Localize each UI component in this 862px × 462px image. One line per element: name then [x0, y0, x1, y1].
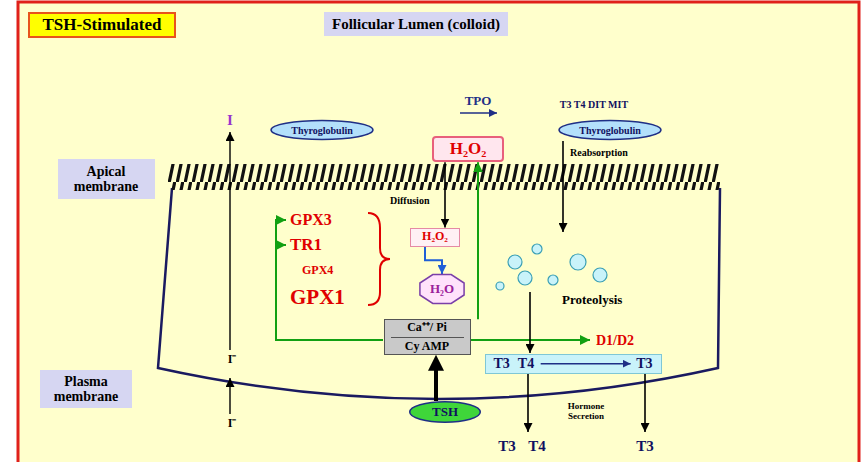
- process-label: Diffusion: [390, 195, 429, 206]
- ellipse-shape: [559, 121, 661, 140]
- enzyme-label: GPX1: [290, 286, 345, 309]
- node-text: TSH: [432, 405, 458, 419]
- state-banner: TSH-Stimulated: [28, 12, 176, 39]
- process-label: Hormone Secretion: [560, 402, 612, 422]
- iodide-arrow: [229, 378, 230, 414]
- activation-arrow: [276, 220, 383, 340]
- vesicle: [532, 244, 542, 254]
- secretion-arrow: [527, 374, 529, 432]
- node-text: Cy AMP: [405, 340, 449, 353]
- molecule-box: H₂O₂: [432, 136, 504, 163]
- cell-outline: [158, 188, 720, 399]
- octagon-shape: [420, 275, 464, 304]
- reabsorption-arrow: [562, 141, 564, 232]
- node-text: TSH-Stimulated: [42, 16, 161, 35]
- molecule-box: H₂O₂: [410, 228, 460, 247]
- node-text: H₂O₂: [422, 230, 448, 243]
- node-text: H₂O: [430, 282, 454, 296]
- brace: [368, 213, 390, 305]
- node-text: H₂O₂: [450, 140, 487, 159]
- enzyme-label: D1/D2: [596, 333, 634, 348]
- ion-label: I⁻: [228, 353, 237, 366]
- ion-label: I: [227, 112, 233, 129]
- node-text: Follicular Lumen (colloid): [332, 16, 500, 33]
- conversion-arrow-line: [540, 363, 630, 365]
- frame: [18, 2, 859, 462]
- hormone-label: T3: [498, 438, 516, 455]
- region-label: Plasma membrane: [40, 370, 132, 408]
- enzyme-label: TPO: [465, 94, 492, 108]
- flow-arrow: [425, 247, 442, 275]
- ellipse-shape: [410, 402, 481, 423]
- messenger-box: Ca⁺⁺/ Pi Cy AMP: [384, 319, 471, 354]
- hormone-label: T4: [528, 438, 546, 455]
- tpo-arrow: [460, 112, 497, 114]
- enzyme-label: GPX3: [290, 211, 332, 229]
- flow-arrow: [444, 162, 446, 227]
- enzyme-label: TR1: [290, 236, 322, 255]
- hormone-list: T3 T4 DIT MIT: [560, 99, 628, 110]
- receptor-ellipse: TSH: [409, 401, 481, 423]
- hormone-box: T3 T4 T3: [485, 354, 662, 373]
- apical-membrane-band: [168, 164, 720, 190]
- ellipse-shape: [271, 121, 373, 140]
- node-text: Thyroglobulin: [579, 125, 641, 136]
- vesicle: [496, 282, 504, 290]
- secretion-arrow: [644, 374, 646, 432]
- iodide-arrow: [229, 132, 230, 350]
- hormone-label: T3: [636, 438, 654, 455]
- node-text: T4: [518, 356, 534, 371]
- vesicle: [518, 271, 532, 285]
- vesicle: [548, 275, 558, 285]
- product-octagon: H₂O: [419, 274, 465, 304]
- node-text: Ca⁺⁺/ Pi: [391, 321, 464, 337]
- protein-ellipse: Thyroglobulin: [270, 120, 374, 140]
- proteolysis-arrow: [529, 292, 531, 353]
- node-text: T3: [636, 356, 652, 371]
- flow-arrow: [434, 363, 438, 401]
- process-label: Proteolysis: [562, 293, 622, 307]
- protein-ellipse: Thyroglobulin: [558, 120, 662, 140]
- flow-arrow: [477, 162, 479, 319]
- node-text: T3: [494, 356, 510, 371]
- conversion-arrow: [486, 355, 663, 374]
- region-label: Follicular Lumen (colloid): [324, 12, 508, 36]
- region-label: Apical membrane: [58, 159, 155, 199]
- enzyme-label: GPX4: [302, 264, 333, 277]
- activation-arrow: [276, 244, 286, 246]
- vesicle: [593, 268, 607, 282]
- vesicle: [508, 255, 522, 269]
- vesicles: [496, 244, 607, 290]
- node-text: Apical membrane: [62, 164, 151, 195]
- process-label: Reabsorption: [570, 147, 628, 158]
- vesicle: [570, 254, 586, 270]
- node-text: Thyroglobulin: [291, 125, 353, 136]
- ion-label: I⁻: [228, 417, 237, 430]
- node-text: Plasma membrane: [44, 374, 128, 405]
